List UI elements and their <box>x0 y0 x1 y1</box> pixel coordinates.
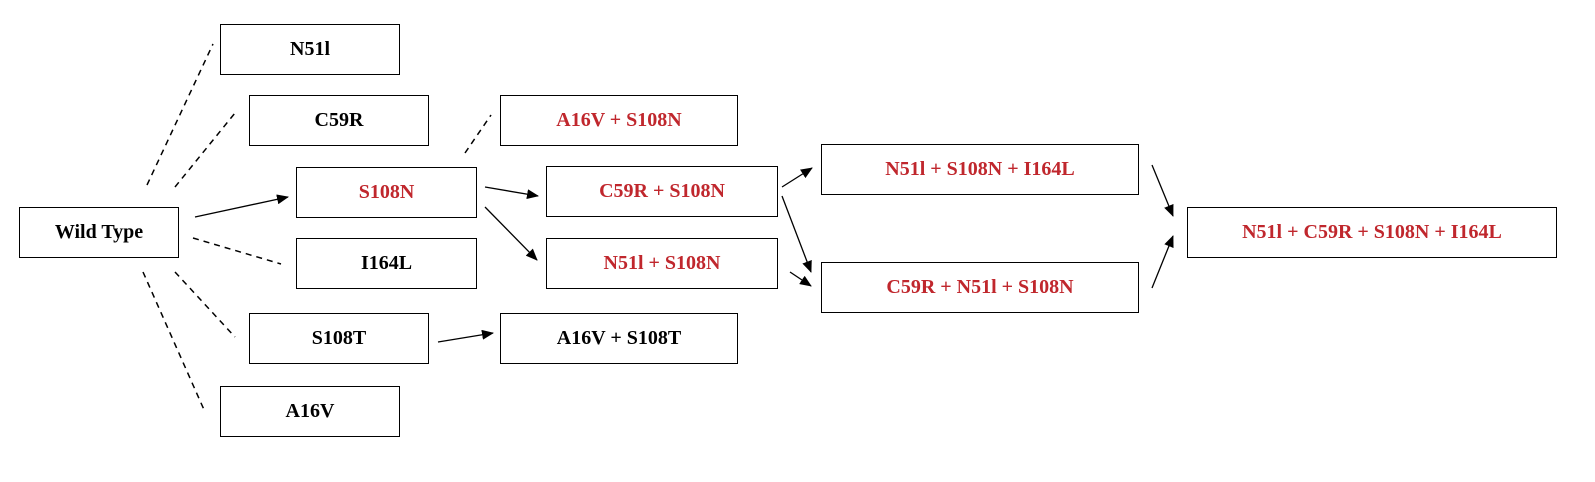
node-n51i: N51l <box>220 24 400 75</box>
arrow-triple-b-to-quadruple <box>1151 235 1174 289</box>
node-c59r: C59R <box>249 95 429 146</box>
node-a16v-s108t: A16V + S108T <box>500 313 738 364</box>
node-i164l: I164L <box>296 238 477 289</box>
arrow-s108n-to-n51i-s108n <box>484 206 538 261</box>
node-wild-type: Wild Type <box>19 207 179 258</box>
dashed-link-wild-type-to-s108t <box>174 271 236 338</box>
arrow-s108n-to-c59r-s108n <box>484 186 539 200</box>
node-a16v: A16V <box>220 386 400 437</box>
arrow-n51i-s108n-to-triple-b <box>789 271 812 287</box>
arrow-c59r-s108n-to-triple-a <box>781 167 813 188</box>
node-s108n: S108N <box>296 167 477 218</box>
arrow-wild-type-to-s108n <box>194 194 289 218</box>
dashed-link-wild-type-to-n51i <box>146 43 214 186</box>
arrow-c59r-s108n-to-triple-b <box>781 195 812 273</box>
node-c59r-n51i-s108n: C59R + N51l + S108N <box>821 262 1139 313</box>
node-n51i-s108n: N51l + S108N <box>546 238 778 289</box>
node-c59r-s108n: C59R + S108N <box>546 166 778 217</box>
arrow-triple-a-to-quadruple <box>1151 164 1174 217</box>
dashed-link-wild-type-to-c59r <box>174 112 236 188</box>
node-quadruple-mutant: N51l + C59R + S108N + I164L <box>1187 207 1557 258</box>
arrow-s108t-to-a16v-s108t <box>437 329 494 343</box>
node-s108t: S108T <box>249 313 429 364</box>
node-a16v-s108n: A16V + S108N <box>500 95 738 146</box>
node-n51i-s108n-i164l: N51l + S108N + I164L <box>821 144 1139 195</box>
dashed-link-wild-type-to-i164l <box>192 237 282 265</box>
dashed-link-wild-type-to-a16v <box>142 271 206 413</box>
dashed-link-s108n-to-a16v-s108n <box>464 114 492 154</box>
